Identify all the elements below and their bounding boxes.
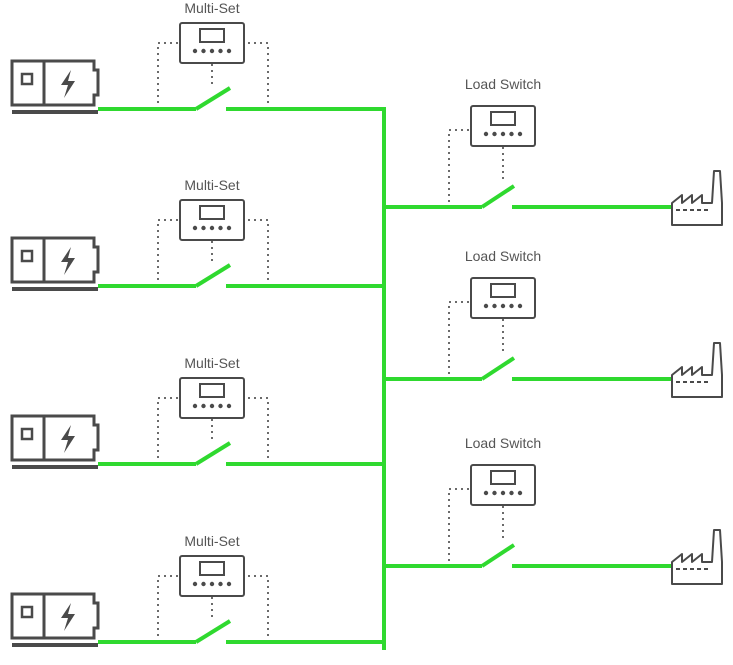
load-breaker-blade — [480, 184, 516, 209]
load-branch: Load Switch — [382, 76, 723, 226]
multi-set-controller — [179, 377, 245, 419]
controller-button — [201, 225, 206, 231]
controller-button — [209, 581, 215, 587]
controller-display — [199, 28, 225, 43]
generator-icon — [10, 414, 100, 469]
generator-breaker-blade — [194, 86, 232, 111]
control-link-left — [448, 129, 469, 202]
controller-button — [209, 225, 215, 231]
generator-icon — [10, 59, 100, 114]
factory-icon — [671, 342, 723, 398]
controller-button — [226, 581, 232, 587]
controller-display — [490, 111, 516, 126]
controller-button — [201, 403, 206, 409]
lightning-bolt-icon — [61, 603, 75, 631]
controller-button — [226, 403, 232, 409]
generator-branch: Multi-Set — [10, 0, 386, 114]
generator-breaker-blade — [194, 263, 232, 288]
generator-icon — [10, 592, 100, 647]
controller-button — [509, 303, 514, 309]
controller-button — [201, 581, 206, 587]
controller-button — [192, 48, 198, 54]
controller-button — [517, 303, 523, 309]
control-link-left — [157, 42, 178, 104]
controller-display — [490, 283, 516, 298]
load-breaker-blade — [480, 543, 516, 568]
load-switch-controller — [470, 277, 536, 319]
multi-set-label: Multi-Set — [184, 355, 239, 371]
multi-set-label: Multi-Set — [184, 0, 239, 16]
generator-branch: Multi-Set — [10, 177, 386, 291]
multi-set-label: Multi-Set — [184, 177, 239, 193]
factory-icon — [671, 170, 723, 226]
controller-button — [209, 48, 215, 54]
controller-button — [201, 48, 206, 54]
controller-display — [199, 205, 225, 220]
generator-branch: Multi-Set — [10, 355, 386, 469]
controller-button — [500, 303, 506, 309]
control-link-left — [157, 575, 178, 637]
controller-button — [509, 131, 514, 137]
generator-breaker-blade — [194, 441, 232, 466]
controller-button — [226, 48, 232, 54]
control-link-left — [448, 301, 469, 374]
multi-set-controller — [179, 555, 245, 597]
controller-display — [199, 383, 225, 398]
controller-button — [209, 403, 215, 409]
controller-button — [483, 490, 489, 496]
controller-button — [492, 131, 497, 137]
controller-button — [226, 225, 232, 231]
lightning-bolt-icon — [61, 247, 75, 275]
generator-branch: Multi-Set — [10, 533, 386, 647]
lightning-bolt-icon — [61, 425, 75, 453]
controller-button — [218, 581, 223, 587]
load-switch-controller — [470, 464, 536, 506]
generator-panel-icon — [20, 72, 34, 86]
controller-button — [218, 48, 223, 54]
controller-button — [192, 403, 198, 409]
load-switch-label: Load Switch — [465, 248, 541, 264]
control-link-left — [157, 219, 178, 281]
load-branch: Load Switch — [382, 248, 723, 398]
multi-set-controller — [179, 199, 245, 241]
control-link-right — [242, 397, 269, 459]
multi-set-label: Multi-Set — [184, 533, 239, 549]
control-link-right — [242, 219, 269, 281]
controller-button — [500, 490, 506, 496]
lightning-bolt-icon — [61, 70, 75, 98]
controller-button — [517, 131, 523, 137]
controller-display — [490, 470, 516, 485]
controller-display — [199, 561, 225, 576]
generator-breaker-blade — [194, 619, 232, 644]
control-link-left — [448, 488, 469, 561]
load-switch-controller — [470, 105, 536, 147]
controller-button — [218, 225, 223, 231]
controller-button — [483, 303, 489, 309]
controller-button — [218, 403, 223, 409]
controller-button — [492, 490, 497, 496]
factory-icon — [671, 529, 723, 585]
generator-panel-icon — [20, 427, 34, 441]
load-branch: Load Switch — [382, 435, 723, 585]
generator-panel-icon — [20, 249, 34, 263]
controller-button — [492, 303, 497, 309]
control-link-left — [157, 397, 178, 459]
load-switch-label: Load Switch — [465, 76, 541, 92]
control-link-right — [242, 575, 269, 637]
controller-button — [483, 131, 489, 137]
multi-set-controller — [179, 22, 245, 64]
controller-button — [517, 490, 523, 496]
generator-panel-icon — [20, 605, 34, 619]
controller-button — [509, 490, 514, 496]
load-switch-label: Load Switch — [465, 435, 541, 451]
control-link-right — [242, 42, 269, 104]
load-breaker-blade — [480, 356, 516, 381]
generator-icon — [10, 236, 100, 291]
controller-button — [192, 225, 198, 231]
controller-button — [192, 581, 198, 587]
controller-button — [500, 131, 506, 137]
